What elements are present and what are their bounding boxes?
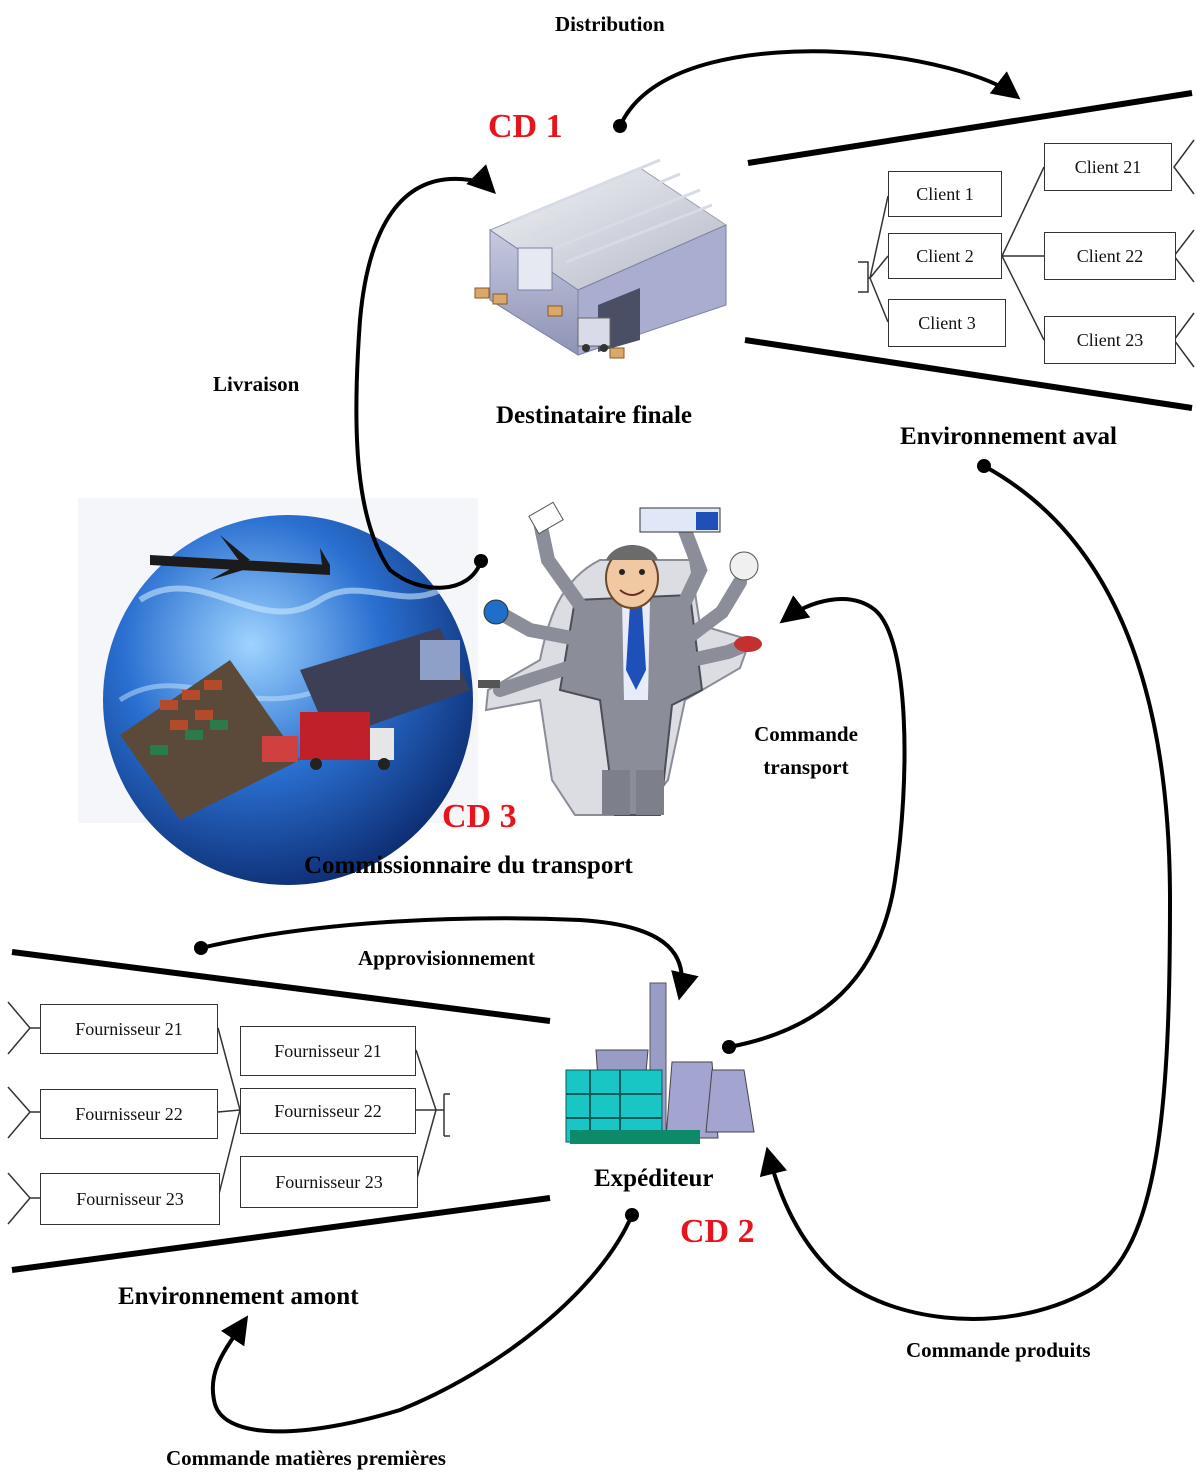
client-box: Client 1	[888, 171, 1002, 217]
supplier-box: Fournisseur 22	[40, 1089, 218, 1139]
supplier-box: Fournisseur 23	[40, 1173, 220, 1225]
arrow-origin-dots	[194, 119, 991, 1222]
supplier-box: Fournisseur 21	[240, 1026, 416, 1076]
cd2-label: CD 2	[680, 1213, 755, 1250]
expediteur-label: Expéditeur	[594, 1165, 714, 1192]
flow-arrows	[200, 49, 1173, 1434]
cd3-label: CD 3	[442, 798, 517, 835]
factory-icon	[565, 982, 755, 1144]
supplier-box: Fournisseur 22	[240, 1088, 416, 1134]
warehouse-icon	[474, 158, 728, 359]
distribution-arrow	[618, 49, 1021, 127]
commande-transport-label-line2: transport	[763, 755, 849, 779]
livraison-label: Livraison	[213, 372, 300, 396]
commande-transport-arrow	[728, 595, 907, 1049]
client-box: Client 3	[888, 299, 1006, 347]
client-box: Client 21	[1044, 143, 1172, 191]
destinataire-label: Destinataire finale	[496, 402, 693, 429]
client-box: Client 2	[888, 233, 1002, 279]
commande-produits-label: Commande produits	[906, 1338, 1091, 1362]
commande-matieres-label: Commande matières premières	[166, 1446, 446, 1470]
supplier-box: Fournisseur 21	[40, 1004, 218, 1054]
commande-produits-arrow	[759, 464, 1173, 1321]
cd1-label: CD 1	[488, 108, 563, 145]
multitasking-man-icon	[478, 501, 762, 816]
env-aval-label: Environnement aval	[900, 423, 1117, 450]
livraison-arrow	[354, 164, 496, 590]
commissionnaire-label: Commissionnaire du transport	[304, 852, 633, 879]
approvisionnement-arrow	[200, 916, 699, 1001]
client-box: Client 23	[1044, 316, 1176, 364]
transport-globe-icon	[78, 498, 478, 885]
distribution-label: Distribution	[555, 12, 665, 36]
client-box: Client 22	[1044, 232, 1176, 280]
env-amont-label: Environnement amont	[118, 1283, 359, 1310]
upstream-environment	[7, 949, 551, 1273]
commande-matieres-arrow	[210, 1214, 634, 1434]
commande-transport-label-line1: Commande	[754, 722, 858, 746]
approvisionnement-label: Approvisionnement	[358, 946, 535, 970]
supplier-box: Fournisseur 23	[240, 1156, 418, 1208]
